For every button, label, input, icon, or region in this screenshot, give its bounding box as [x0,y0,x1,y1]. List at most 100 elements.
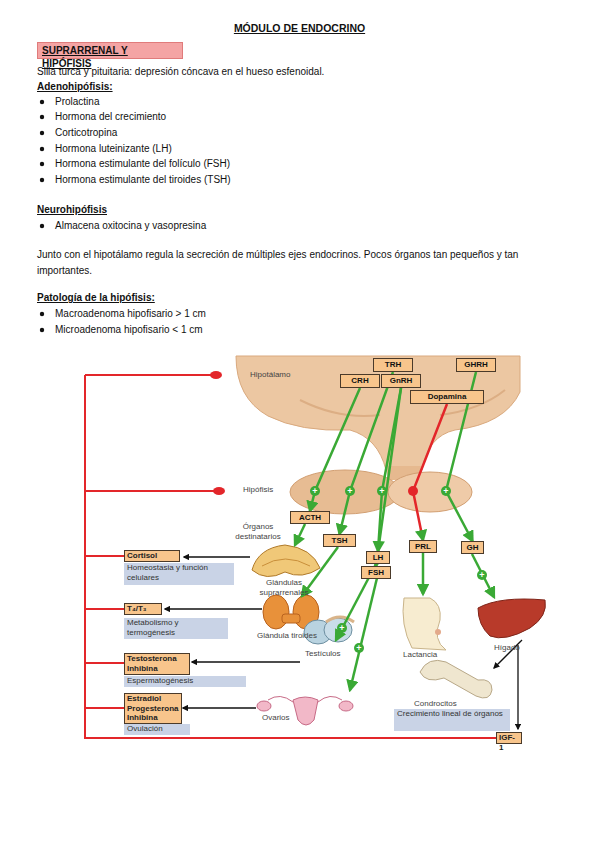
page-title: MÓDULO DE ENDOCRINO [0,22,599,34]
node-text: T₄/T₃ [127,604,159,614]
product-box: Testosterona Inhibina [124,653,190,675]
illustration-part [40,100,44,104]
region-label: Hipófisis [243,485,293,495]
organ-label: Lactancia [403,650,453,660]
list-item: Corticotropina [55,126,355,140]
node-text: Dopamina [411,391,483,403]
illustration-part [300,400,380,416]
illustration-part [403,598,446,650]
illustration-part [40,224,44,228]
organ-label: Ovarios [262,713,302,723]
hormone-box: Dopamina [410,390,484,404]
illustration-part [420,660,492,698]
node-text: Espermatogénesis [127,676,243,686]
node-text: PRL [410,541,436,553]
illustration-part [293,697,318,725]
list-item: Almacena oxitocina y vasopresina [55,219,355,233]
organ-label: Glándulas suprarrenales [248,578,320,597]
illustration-part [192,661,300,662]
organ-label: Testículos [305,649,355,659]
plus-sign: + [477,570,487,580]
illustration-part [472,554,494,597]
node-text: TSH [324,535,355,547]
illustration-part [165,608,262,609]
list-item: Hormona del crecimiento [55,110,355,124]
adrenal-gland [252,545,320,577]
plus-sign: + [377,486,387,496]
breast [403,598,446,650]
plus-sign: + [345,486,355,496]
illustration-part [85,608,124,610]
plus-sign: + [310,486,320,496]
illustration-part [40,312,44,316]
node-text: Estradiol Progesterona Inhibina [127,694,179,723]
illustration-part [388,472,472,512]
hormone-box: GHRH [456,358,496,372]
hormone-box: LH [366,551,390,564]
product-box: Cortisol [124,550,180,562]
illustration-part [85,490,215,492]
hormone-connector [376,388,401,566]
node-text: Ovulación [127,724,187,734]
feedback-lines [85,375,496,738]
illustration-part [184,556,250,557]
illustration-part [85,555,124,557]
hormone-box: GnRH [381,374,421,388]
list-item: Microadenoma hipofisario < 1 cm [55,323,355,337]
effect-box: Ovulación [124,724,190,735]
node-text: Cortisol [127,551,177,561]
illustration-part [350,578,377,690]
illustration-part [85,374,212,376]
illustration-part [183,707,256,708]
illustration-part [40,131,44,135]
effect-box: Crecimiento lineal de órganos [394,709,510,731]
product-box: Estradiol Progesterona Inhibina [124,693,182,724]
plus-sign: + [441,486,451,496]
illustration-part [40,115,44,119]
illustration-part [435,629,441,635]
illustration-part [262,559,310,566]
organ-label: Glándula tiroides [256,631,318,641]
node-text: GnRH [382,375,420,387]
region-label: Hipotálamo [250,370,310,380]
node-text: Testosterona Inhibina [127,654,187,673]
hormone-box: CRH [340,374,380,388]
list-item: Hormona estimulante del tiroides (TSH) [55,173,355,187]
illustration-part [257,701,271,711]
illustration-part [210,371,222,379]
body-text: Junto con el hipotálamo regula la secrec… [37,247,572,278]
illustration-part [326,617,354,622]
list-item: Macroadenoma hipofisario > 1 cm [55,307,355,321]
ovaries-uterus [257,696,353,725]
illustration-part [85,707,124,709]
section-heading: Patología de la hipófisis: [37,291,237,305]
illustration-part [422,553,425,594]
node-text: GHRH [457,359,495,371]
section-heading: Neurohipófisis [37,203,237,217]
list-item: Hormona estimulante del folículo (FSH) [55,157,355,171]
node-text: ACTH [291,512,329,524]
illustration-part [40,178,44,182]
illustration-part [282,614,300,623]
node-text: Homeostasia y función celulares [127,563,231,583]
effect-box: Homeostasia y función celulares [124,563,234,585]
hormone-box: GH [461,541,484,554]
hormone-box: PRL [409,540,437,553]
illustration-part [268,696,342,702]
illustration-part [252,545,320,577]
hormone-connector [310,388,360,511]
hormone-connector [413,404,447,540]
illustration-part [85,375,496,738]
node-text: IGF-1 [499,733,519,752]
node-text: TRH [374,359,412,371]
illustration-part [263,595,289,629]
brain-illustration [236,356,520,514]
node-text: FSH [362,567,390,579]
illustration-part [295,524,305,545]
product-box: IGF-1 [496,732,522,744]
illustration-part [517,645,518,729]
node-text: CRH [341,375,379,387]
hormone-box: TSH [323,534,356,547]
liver [478,599,545,638]
